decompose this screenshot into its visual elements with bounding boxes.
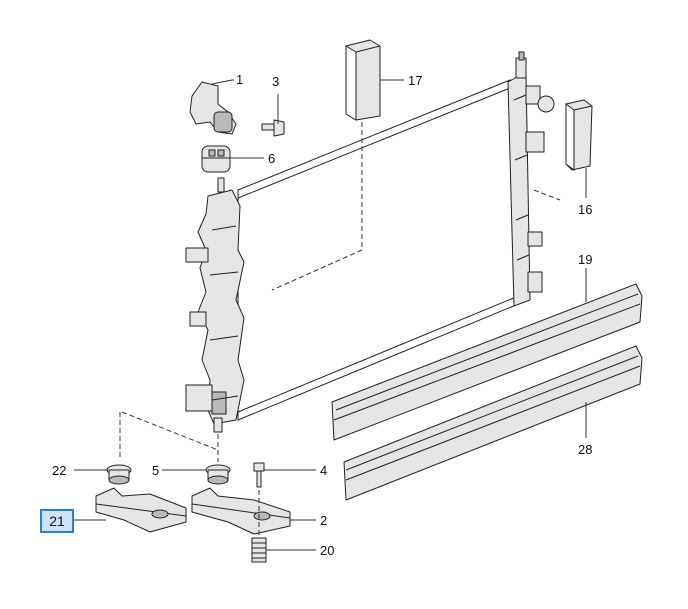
part-17-seal (345, 39, 381, 121)
callouts: 1 3 17 6 16 19 28 22 5 4 21 (40, 72, 592, 558)
svg-text:22: 22 (52, 463, 66, 478)
callout-2[interactable]: 2 (320, 513, 327, 528)
part-3-bolt (261, 119, 285, 137)
part-20-spring (251, 537, 267, 563)
callout-19[interactable]: 19 (578, 252, 592, 267)
part-19-strip (331, 283, 643, 441)
svg-text:2: 2 (320, 513, 327, 528)
callout-4[interactable]: 4 (320, 463, 327, 478)
svg-text:6: 6 (268, 151, 275, 166)
part-4-bolt (253, 462, 265, 488)
callout-28[interactable]: 28 (578, 442, 592, 457)
dash-16 (533, 189, 561, 201)
svg-text:5: 5 (152, 463, 159, 478)
callout-3[interactable]: 3 (272, 74, 279, 89)
part-6-bushing (201, 145, 231, 173)
svg-text:3: 3 (272, 74, 279, 89)
callout-17[interactable]: 17 (408, 73, 422, 88)
callout-1[interactable]: 1 (236, 72, 243, 87)
part-1-bracket (189, 81, 237, 135)
radiator-left-tank (185, 177, 245, 433)
part-21-bracket (95, 487, 187, 533)
part-5-grommet (205, 464, 231, 485)
callout-20[interactable]: 20 (320, 543, 334, 558)
part-28-strip (343, 345, 643, 501)
part-2-bracket (191, 487, 291, 535)
leader-lines (74, 79, 587, 551)
svg-text:28: 28 (578, 442, 592, 457)
svg-text:16: 16 (578, 202, 592, 217)
part-16-seal (565, 99, 593, 171)
radiator-right-tank (507, 51, 555, 307)
svg-text:1: 1 (236, 72, 243, 87)
svg-text:20: 20 (320, 543, 334, 558)
callout-6[interactable]: 6 (268, 151, 275, 166)
dash-bottom-a (121, 411, 219, 451)
svg-text:17: 17 (408, 73, 422, 88)
svg-text:19: 19 (578, 252, 592, 267)
dash-17b (271, 249, 363, 291)
callout-22[interactable]: 22 (52, 463, 66, 478)
callout-16[interactable]: 16 (578, 202, 592, 217)
part-22-grommet (106, 464, 132, 485)
svg-text:21: 21 (49, 513, 65, 529)
svg-text:4: 4 (320, 463, 327, 478)
callout-5[interactable]: 5 (152, 463, 159, 478)
callout-21-highlight (40, 509, 74, 533)
callout-21-selected[interactable]: 21 (40, 509, 74, 533)
leader-1 (211, 79, 233, 85)
